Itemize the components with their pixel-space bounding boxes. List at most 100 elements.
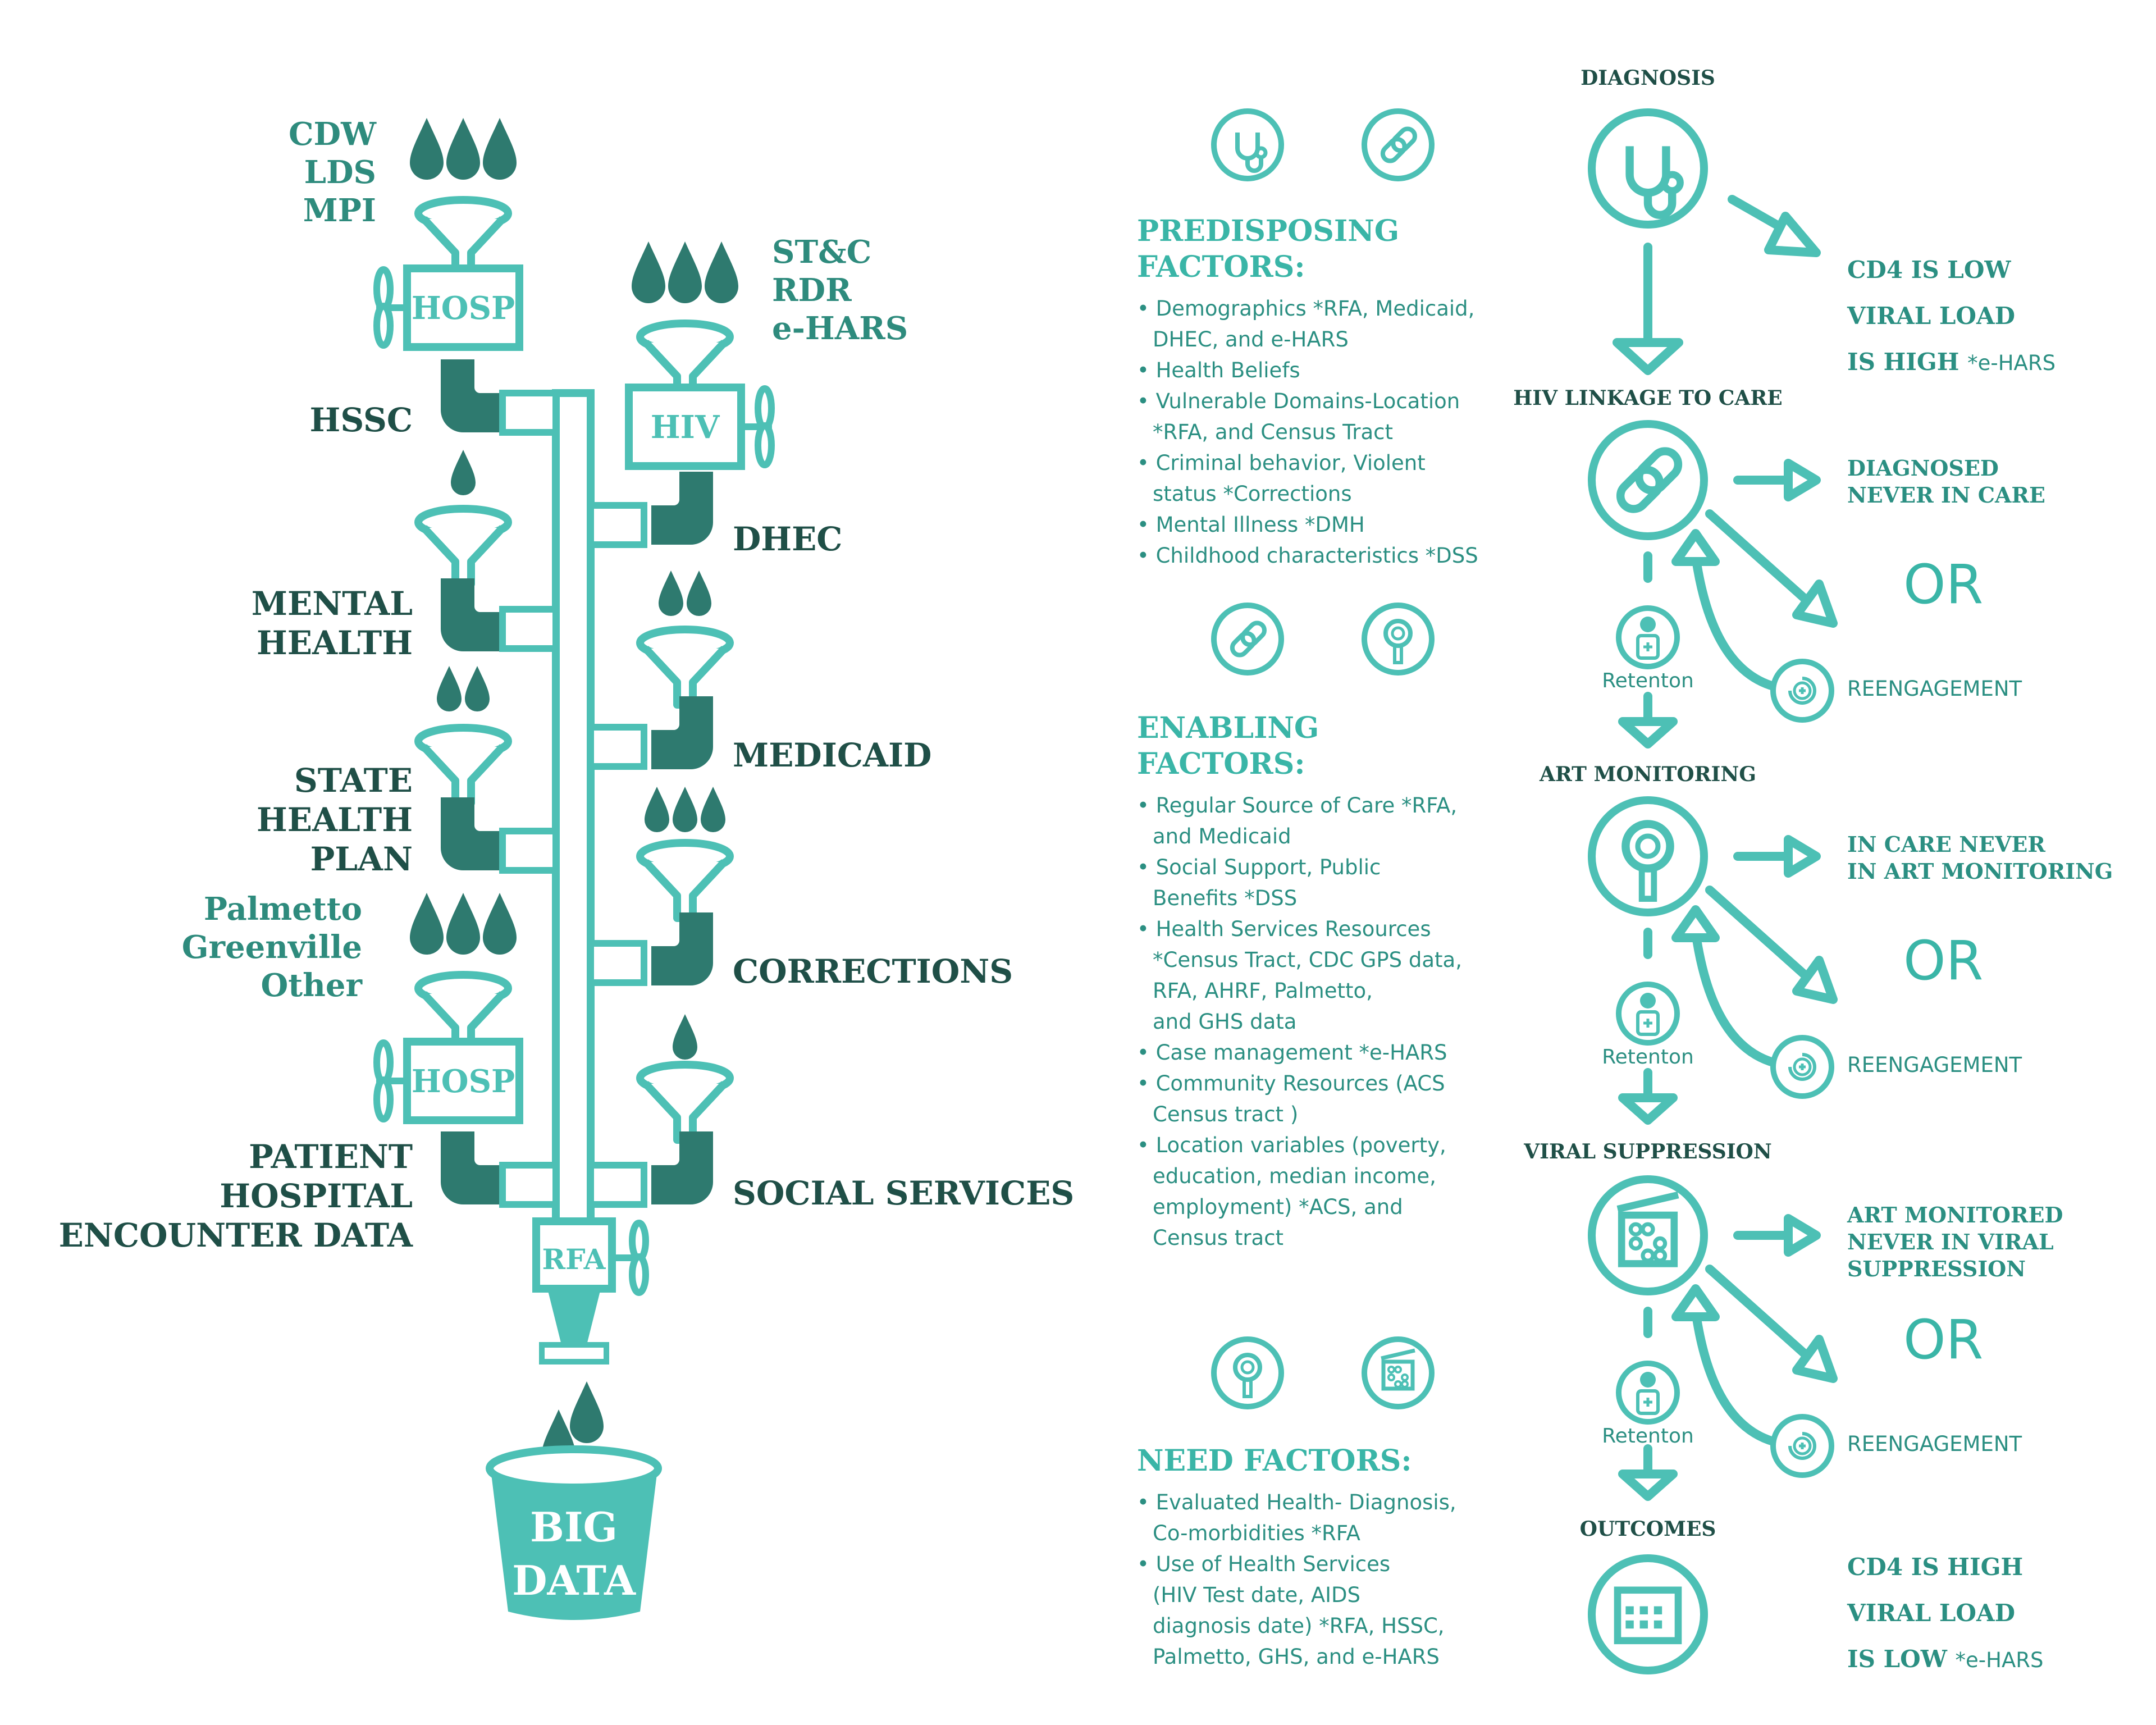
source-name: e-HARS [772, 310, 908, 347]
source-name: RDR [772, 272, 852, 309]
branch-outcome-3: ART MONITORED NEVER IN VIRAL SUPPRESSION [1847, 1202, 2139, 1283]
reengagement-icon [1770, 1035, 1834, 1099]
label-dhec: DHEC [733, 520, 843, 558]
pipe-connector [499, 1162, 559, 1208]
cascade-arrows [1613, 195, 1838, 1501]
link-icon [1588, 420, 1708, 540]
pipe-connector [499, 390, 559, 436]
source-note: *e-HARS [1967, 351, 2056, 375]
outcome-line: ART MONITORED [1847, 1202, 2063, 1227]
or-label: OR [1903, 553, 1984, 616]
outcome-line: SUPPRESSION [1847, 1256, 2026, 1281]
pipe-connector [499, 606, 559, 652]
magnifier-icon [1211, 1336, 1284, 1409]
pipe-connector [499, 828, 559, 874]
label-line: ENCOUNTER DATA [58, 1216, 413, 1254]
valve-icon [373, 1039, 407, 1122]
need-factors: NEED FACTORS: Evaluated Health- Diagnosi… [1137, 1443, 1530, 1672]
final-outcome: CD4 IS HIGH VIRAL LOAD IS LOW *e-HARS [1847, 1544, 2128, 1683]
reengagement-label: REENGAGEMENT [1847, 1432, 2022, 1456]
hiv-label: HIV [651, 409, 720, 446]
source-name: CDW [288, 116, 376, 153]
label-medicaid: MEDICAID [733, 736, 932, 774]
calendar-icon [1588, 1554, 1708, 1674]
branch-outcome-1: DIAGNOSED NEVER IN CARE [1847, 455, 2128, 509]
source-list-top-left: CDW LDS MPI [264, 115, 376, 230]
source-name: MPI [303, 192, 376, 229]
outcome-line: NEVER IN CARE [1847, 482, 2045, 508]
stage-hiv-linkage: HIV LINKAGE TO CARE [1513, 386, 1783, 410]
link-icon [1362, 108, 1435, 181]
list-item: Childhood characteristics *DSS [1137, 540, 1530, 571]
stethoscope-icon [1211, 108, 1284, 181]
stage-outcomes: OUTCOMES [1579, 1517, 1716, 1541]
list-item: Community Resources (ACS Census tract ) [1137, 1068, 1530, 1130]
list-item: Mental Illness *DMH [1137, 509, 1530, 540]
abacus-icon [1362, 1336, 1435, 1409]
pipe-connector [587, 724, 647, 770]
bucket-label-line1: BIG [530, 1503, 618, 1551]
label-line: MENTAL [251, 585, 413, 623]
list-item: Criminal behavior, Violent status *Corre… [1137, 448, 1530, 509]
retention-icon [1616, 982, 1680, 1046]
label-line: HEALTH [256, 624, 413, 662]
rfa-label: RFA [542, 1243, 606, 1276]
label-social-services: SOCIAL SERVICES [733, 1174, 1075, 1212]
outcome-line: VIRAL LOAD [1847, 1599, 2016, 1627]
predisposing-factors: PREDISPOSING FACTORS: Demographics *RFA,… [1137, 213, 1530, 571]
pipe-connector [587, 502, 647, 548]
reengagement-icon [1770, 1414, 1834, 1478]
label-line: PLAN [310, 840, 413, 878]
big-data-bucket [491, 1474, 657, 1620]
list-item: Use of Health Services (HIV Test date, A… [1137, 1549, 1530, 1672]
bucket-label-line2: DATA [512, 1557, 636, 1604]
rfa-machine [532, 1217, 616, 1293]
valve-icon [612, 1220, 649, 1296]
abacus-icon [1588, 1175, 1708, 1295]
factor-list: Evaluated Health- Diagnosis, Co-morbidit… [1137, 1487, 1530, 1672]
label-patient-hospital: PATIENT HOSPITAL ENCOUNTER DATA [45, 1137, 413, 1255]
link-icon [1211, 603, 1284, 676]
list-item: Social Support, Public Benefits *DSS [1137, 852, 1530, 914]
factor-list: Demographics *RFA, Medicaid, DHEC, and e… [1137, 293, 1530, 571]
outcome-line: IN CARE NEVER [1847, 832, 2045, 857]
magnifier-icon [1588, 796, 1708, 916]
source-name: ST&C [772, 234, 872, 271]
branch-outcome-2: IN CARE NEVER IN ART MONITORING [1847, 831, 2139, 885]
reengagement-label: REENGAGEMENT [1847, 1053, 2022, 1077]
label-line: HEALTH [256, 801, 413, 839]
hosp-machine-top [403, 264, 523, 351]
stage-viral-suppression: VIRAL SUPPRESSION [1524, 1140, 1772, 1163]
outcome-line: IS LOW [1847, 1645, 1947, 1673]
pipe-connector [587, 940, 647, 986]
rfa-nozzle-tip [539, 1342, 609, 1365]
hosp-top-label: HOSP [412, 290, 515, 327]
magnifier-icon [1362, 603, 1435, 676]
label-mental-health: MENTAL HEALTH [168, 584, 413, 663]
label-corrections: CORRECTIONS [733, 952, 1013, 991]
list-item: Health Beliefs [1137, 355, 1530, 386]
list-item: Regular Source of Care *RFA, and Medicai… [1137, 790, 1530, 852]
reengagement-icon [1770, 659, 1834, 723]
hosp-bottom-label: HOSP [412, 1063, 515, 1100]
factor-heading: NEED FACTORS: [1137, 1444, 1412, 1478]
valve-icon [741, 385, 775, 468]
label-line: PATIENT HOSPITAL [220, 1138, 413, 1215]
stage-diagnosis: DIAGNOSIS [1581, 66, 1715, 90]
source-list-top-right: ST&C RDR e-HARS [772, 233, 940, 348]
factor-list: Regular Source of Care *RFA, and Medicai… [1137, 790, 1530, 1253]
list-item: Location variables (poverty, education, … [1137, 1130, 1530, 1253]
outcome-line: IS HIGH [1847, 348, 1959, 376]
or-label: OR [1903, 1308, 1984, 1371]
retention-label: Retenton [1602, 1425, 1694, 1448]
pipe-connector [587, 1162, 647, 1208]
list-item: Health Services Resources *Census Tract,… [1137, 914, 1530, 1037]
reengagement-label: REENGAGEMENT [1847, 677, 2022, 701]
source-name: Palmetto [203, 891, 362, 928]
enabling-factors: ENABLING FACTORS: Regular Source of Care… [1137, 710, 1530, 1253]
retention-icon [1616, 1361, 1680, 1425]
retention-label: Retenton [1602, 669, 1694, 692]
outcome-line: NEVER IN VIRAL [1847, 1229, 2054, 1254]
list-item: Demographics *RFA, Medicaid, DHEC, and e… [1137, 293, 1530, 355]
